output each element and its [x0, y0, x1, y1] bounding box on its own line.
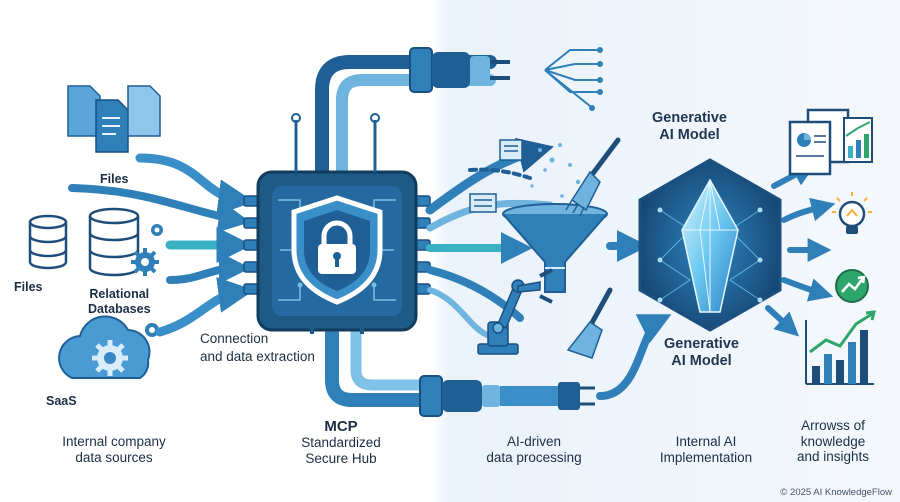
broom-icon — [566, 287, 613, 359]
lock-icon — [318, 220, 356, 274]
caption-col5-line2: knowledge — [800, 433, 866, 449]
lightbulb-icon — [832, 192, 872, 234]
label-gen-top-2: AI Model — [659, 126, 720, 143]
label-databases: Databases — [88, 302, 151, 316]
label-files-top: Files — [100, 172, 129, 186]
label-saas: SaaS — [46, 394, 77, 408]
label-connection: Connection and data extraction — [200, 330, 315, 366]
report-icon — [788, 108, 873, 176]
broom-icon — [565, 137, 621, 217]
caption-col2: MCP Standardized Secure Hub — [276, 418, 406, 466]
plug-icon — [409, 47, 603, 111]
label-gen-bottom-2: AI Model — [671, 352, 732, 369]
robot-arm-icon — [477, 268, 553, 355]
caption-col2-line3: Secure Hub — [305, 450, 377, 466]
caption-col2-line2: Standardized — [301, 435, 381, 451]
plug-icon — [419, 375, 595, 417]
copyright: © 2025 AI KnowledgeFlow — [780, 487, 892, 498]
label-relational: Relational — [89, 287, 150, 301]
caption-col4-line2: Implementation — [659, 449, 753, 465]
label-gen-top-1: Generative — [652, 110, 727, 126]
caption-col2-line1: MCP — [324, 418, 358, 435]
label-gen-bottom: Generative AI Model — [664, 336, 739, 369]
growth-icon — [835, 269, 869, 303]
label-files-db: Files — [14, 280, 43, 294]
cloud-icon — [58, 315, 159, 379]
bar-chart-icon — [805, 310, 876, 385]
database-icon — [28, 207, 140, 277]
caption-col1-line2: data sources — [75, 449, 153, 465]
gear-icon — [131, 224, 163, 276]
caption-col3-line1: AI-driven — [506, 434, 562, 449]
label-gen-top: Generative AI Model — [652, 110, 727, 143]
file-icon — [469, 139, 523, 213]
caption-col3: AI-driven data processing — [464, 434, 604, 465]
label-gen-bottom-1: Generative — [664, 336, 739, 352]
caption-col5: Arrowss of knowledge and insights — [778, 418, 888, 465]
caption-col5-line3: and insights — [796, 449, 870, 465]
caption-col4-line1: Internal AI — [675, 434, 737, 449]
funnel-icon — [502, 203, 608, 293]
label-connection-2: and data extraction — [200, 349, 315, 365]
label-relational-databases: Relational Databases — [88, 287, 151, 317]
caption-col4: Internal AI Implementation — [646, 434, 766, 465]
label-connection-1: Connection — [200, 331, 269, 346]
crystal-icon — [681, 178, 739, 313]
file-icon — [67, 85, 161, 153]
caption-col3-line2: data processing — [486, 449, 582, 465]
caption-col1-line1: Internal company — [62, 434, 166, 449]
caption-col5-line1: Arrowss of — [801, 418, 865, 433]
caption-col1: Internal company data sources — [44, 434, 184, 465]
